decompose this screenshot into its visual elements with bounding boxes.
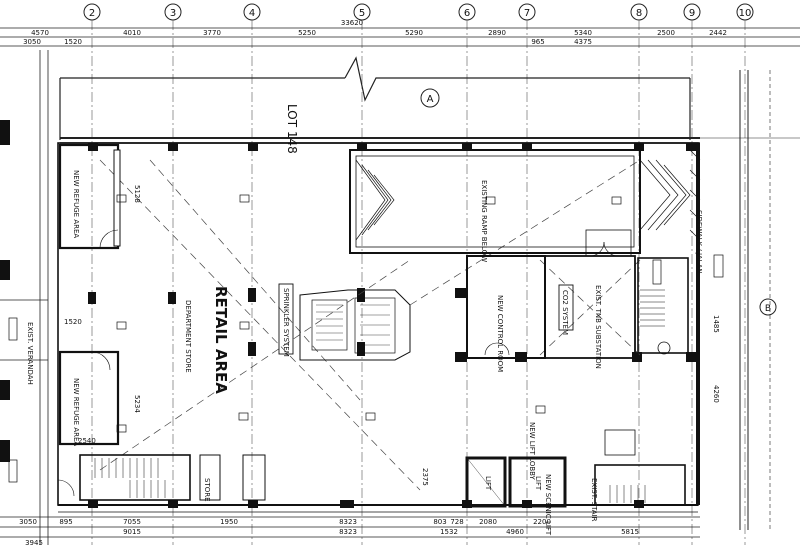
grid-number-10: 10 bbox=[739, 8, 752, 19]
grid-number-6: 6 bbox=[464, 8, 470, 19]
store-label: STORE bbox=[203, 478, 211, 502]
grid-number-3: 3 bbox=[170, 8, 176, 19]
existing-ramp-label: EXISTING RAMP BELOW bbox=[480, 180, 488, 262]
dim-bot-2: 895 bbox=[59, 518, 72, 526]
dim-side-4: 2540 bbox=[78, 437, 96, 445]
grid-a-marker: A bbox=[420, 88, 440, 108]
dim-top-2: 1520 bbox=[64, 38, 82, 46]
dim-bot2-2: 9015 bbox=[123, 528, 141, 536]
dim-top-9: 2500 bbox=[657, 29, 675, 37]
dim-bot-6: 803 bbox=[433, 518, 446, 526]
retail-area-label: RETAIL AREA bbox=[212, 286, 230, 394]
refuge-top-label: NEW REFUGE AREA bbox=[72, 170, 80, 238]
dim-bot2-4: 1532 bbox=[440, 528, 458, 536]
lift-2-label: LIFT bbox=[534, 476, 542, 491]
stair-bottom-left bbox=[57, 454, 191, 501]
grid-number-5: 5 bbox=[359, 8, 365, 19]
right-hatch bbox=[689, 149, 701, 241]
grid-number-7: 7 bbox=[524, 8, 530, 19]
dim-side-1: 5128 bbox=[133, 185, 141, 203]
lift-lobby-label: NEW LIFT LOBBY bbox=[528, 422, 536, 481]
substation-label: EXIST. TNB SUBSTATION bbox=[594, 285, 602, 369]
dim-top-5: 5250 bbox=[298, 29, 316, 37]
dim-side-2: 1520 bbox=[64, 318, 82, 326]
dim-top-6: 5290 bbox=[405, 29, 423, 37]
co2-label: CO2 SYSTEM bbox=[561, 290, 569, 335]
grid-number-2: 2 bbox=[89, 8, 95, 19]
dim-bot2-3: 8323 bbox=[339, 528, 357, 536]
lot-strip bbox=[59, 56, 700, 144]
dim-bot-5: 8323 bbox=[339, 518, 357, 526]
existing-ramp bbox=[349, 149, 691, 254]
sprinkler-label: SPRINKLER SYSTEM bbox=[282, 288, 290, 357]
sprinkler-box bbox=[278, 283, 294, 355]
control-room bbox=[466, 229, 636, 359]
verandah-label: EXIST. VERANDAH bbox=[26, 322, 34, 385]
dim-side-3: 5234 bbox=[133, 395, 141, 413]
dim-top-8: 5340 bbox=[574, 29, 592, 37]
grid-a-label: A bbox=[427, 94, 434, 105]
dim-side-7: 2375 bbox=[421, 468, 429, 486]
street-boundary bbox=[700, 70, 800, 530]
right-stair-top bbox=[637, 257, 689, 355]
dim-top2-3: 4375 bbox=[574, 38, 592, 46]
co2-box bbox=[558, 284, 574, 331]
grid-number-9: 9 bbox=[689, 8, 695, 19]
dim-bot-4: 1950 bbox=[220, 518, 238, 526]
grid-bubbles-top bbox=[83, 3, 754, 21]
left-edge-lines bbox=[0, 50, 49, 545]
left-refuge-bottom bbox=[58, 350, 120, 446]
exist-stair-label: EXIST. STAIR bbox=[590, 478, 598, 522]
control-room-label: NEW CONTROL ROOM bbox=[496, 295, 504, 372]
dim-side-6: 4260 bbox=[712, 385, 720, 403]
grid-number-8: 8 bbox=[636, 8, 642, 19]
dim-bot-3: 7055 bbox=[123, 518, 141, 526]
dim-top2-2: 965 bbox=[531, 38, 544, 46]
equipment-markers bbox=[8, 194, 724, 483]
dim-top-4: 3770 bbox=[203, 29, 221, 37]
dim-top-1: 4570 bbox=[31, 29, 49, 37]
grid-b-label: B bbox=[765, 304, 771, 314]
lot-label: LOT 148 bbox=[285, 104, 299, 154]
dim-overall: 33620 bbox=[341, 19, 363, 27]
dim-bot-1: 3050 bbox=[19, 518, 37, 526]
dim-top-3: 4010 bbox=[123, 29, 141, 37]
left-edge-blocks bbox=[0, 120, 10, 462]
grid-b-marker: B bbox=[759, 298, 777, 316]
dim-bot2-5: 4960 bbox=[506, 528, 524, 536]
dim-top2-1: 3050 bbox=[23, 38, 41, 46]
refuge-bottom-label: NEW REFUGE AREA bbox=[72, 378, 80, 446]
stair-bottom-right bbox=[594, 429, 686, 506]
escalator-void bbox=[299, 289, 411, 361]
dim-top-10: 2442 bbox=[709, 29, 727, 37]
top-dimension-lines bbox=[0, 27, 800, 47]
department-store-label: DEPARTMENT STORE bbox=[184, 300, 192, 373]
lift-shafts bbox=[465, 456, 567, 508]
grid-number-4: 4 bbox=[249, 8, 255, 19]
scenic-lift-label: NEW SCENIC LIFT bbox=[544, 474, 552, 536]
dim-top-7: 2890 bbox=[488, 29, 506, 37]
dim-side-5: 1485 bbox=[712, 315, 720, 333]
bottom-dimension-lines bbox=[0, 516, 700, 538]
left-refuge-top bbox=[58, 143, 121, 250]
dim-bot2-6: 5815 bbox=[621, 528, 639, 536]
dim-bot-8: 2080 bbox=[479, 518, 497, 526]
dim-bot-7: 728 bbox=[450, 518, 463, 526]
jalan-label: SIDEWALK / JALAN bbox=[695, 210, 703, 274]
dim-bot-9: 2200 bbox=[533, 518, 551, 526]
dim-bot2-1: 3945 bbox=[25, 539, 43, 547]
building-walls bbox=[57, 142, 700, 513]
store-boxes bbox=[199, 454, 266, 501]
lift-1-label: LIFT bbox=[484, 476, 492, 491]
